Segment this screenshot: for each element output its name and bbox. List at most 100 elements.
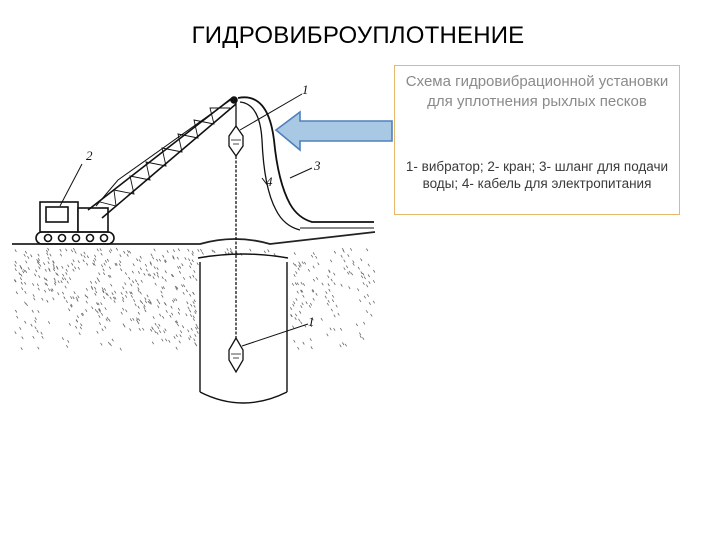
borehole-bottom <box>199 391 288 404</box>
hatch-mark <box>68 308 71 312</box>
hatch-mark <box>365 310 369 314</box>
hatch-mark <box>158 323 161 327</box>
hatch-mark <box>161 286 164 290</box>
hatch-mark <box>347 254 350 258</box>
hatch-mark <box>177 311 181 315</box>
leader-1-top <box>239 93 303 131</box>
hatch-mark <box>21 287 24 291</box>
hatch-mark <box>110 248 113 252</box>
hatch-mark <box>129 291 132 295</box>
hatch-mark <box>102 290 105 294</box>
hatch-mark <box>75 319 78 323</box>
hatch-mark <box>48 288 51 292</box>
compaction-mound <box>197 253 289 259</box>
hatch-mark <box>37 346 40 350</box>
crane-wheel <box>57 233 67 243</box>
hatch-mark <box>169 314 172 318</box>
hatch-mark <box>149 261 152 265</box>
hatch-mark <box>19 277 23 281</box>
hatch-mark <box>150 253 153 257</box>
hatch-mark <box>175 320 179 324</box>
hatch-mark <box>226 248 229 252</box>
hatch-mark <box>53 282 57 286</box>
hatch-mark <box>289 307 293 311</box>
hatch-mark <box>298 264 301 268</box>
hatch-mark <box>54 280 57 284</box>
hatch-mark <box>359 299 362 303</box>
hatch-mark <box>330 278 333 282</box>
hatch-mark <box>43 262 46 266</box>
hatch-mark <box>229 250 233 254</box>
hatch-mark <box>35 269 38 273</box>
hatch-mark <box>24 301 27 305</box>
hatch-mark <box>131 270 134 274</box>
hatch-mark <box>67 339 70 343</box>
hatch-mark <box>72 259 75 263</box>
hatch-mark <box>73 291 76 295</box>
hatch-mark <box>149 262 153 266</box>
hatch-mark <box>47 321 51 325</box>
hatch-mark <box>120 291 123 295</box>
hatch-mark <box>300 321 303 325</box>
hatch-mark <box>189 275 192 279</box>
hatch-mark <box>139 267 142 271</box>
hatch-mark <box>91 306 94 310</box>
hatch-mark <box>122 299 125 303</box>
hatch-mark <box>41 297 44 301</box>
hatch-mark <box>296 282 299 286</box>
hatch-mark <box>327 275 330 279</box>
hatch-mark <box>20 266 23 270</box>
hatch-mark <box>65 248 68 252</box>
hatch-mark <box>366 284 369 288</box>
hatch-mark <box>154 282 157 286</box>
hatch-mark <box>192 315 195 319</box>
hatch-mark <box>34 317 37 321</box>
hatch-mark <box>333 314 336 318</box>
hatch-mark <box>89 280 93 284</box>
hatch-mark <box>368 302 371 306</box>
hatch-mark <box>194 333 197 337</box>
hatch-mark <box>163 301 166 305</box>
hatch-mark <box>44 289 47 293</box>
hatch-mark <box>162 315 165 319</box>
hatch-mark <box>340 283 343 287</box>
hatch-mark <box>189 265 192 269</box>
water-hose <box>237 96 374 223</box>
hatch-mark <box>249 248 252 252</box>
label-leaders <box>59 93 313 347</box>
hatch-mark <box>24 270 28 274</box>
hatch-mark <box>231 251 234 255</box>
hatch-mark <box>196 262 199 266</box>
hatch-mark <box>97 279 100 283</box>
hatch-mark <box>79 326 82 330</box>
hatch-mark <box>172 256 175 260</box>
hatch-mark <box>61 291 65 295</box>
crane-boom-upper-chord <box>101 103 237 219</box>
hatch-mark <box>156 331 159 335</box>
hatch-mark <box>86 295 89 299</box>
hatch-mark <box>140 301 144 305</box>
hatch-mark <box>333 282 336 286</box>
hatch-mark <box>312 289 315 293</box>
hatch-mark <box>294 313 298 317</box>
hatch-mark <box>118 263 121 267</box>
hatch-mark <box>331 294 335 298</box>
hatch-mark <box>105 292 108 296</box>
hatch-mark <box>32 282 35 286</box>
hatch-mark <box>130 294 133 298</box>
hatch-mark <box>143 304 146 308</box>
hatch-mark <box>299 310 302 314</box>
hatch-mark <box>129 318 133 322</box>
hatch-mark <box>30 254 33 258</box>
hatch-mark <box>327 299 330 303</box>
hatch-mark <box>165 309 168 313</box>
hatch-mark <box>45 283 49 287</box>
hatch-mark <box>295 271 298 275</box>
hatch-mark <box>176 286 179 290</box>
hatch-mark <box>96 330 99 334</box>
hatch-mark <box>74 266 77 270</box>
hatch-mark <box>315 276 319 280</box>
hatch-mark <box>34 273 37 277</box>
hatch-mark <box>195 278 198 282</box>
hatch-mark <box>144 297 147 301</box>
